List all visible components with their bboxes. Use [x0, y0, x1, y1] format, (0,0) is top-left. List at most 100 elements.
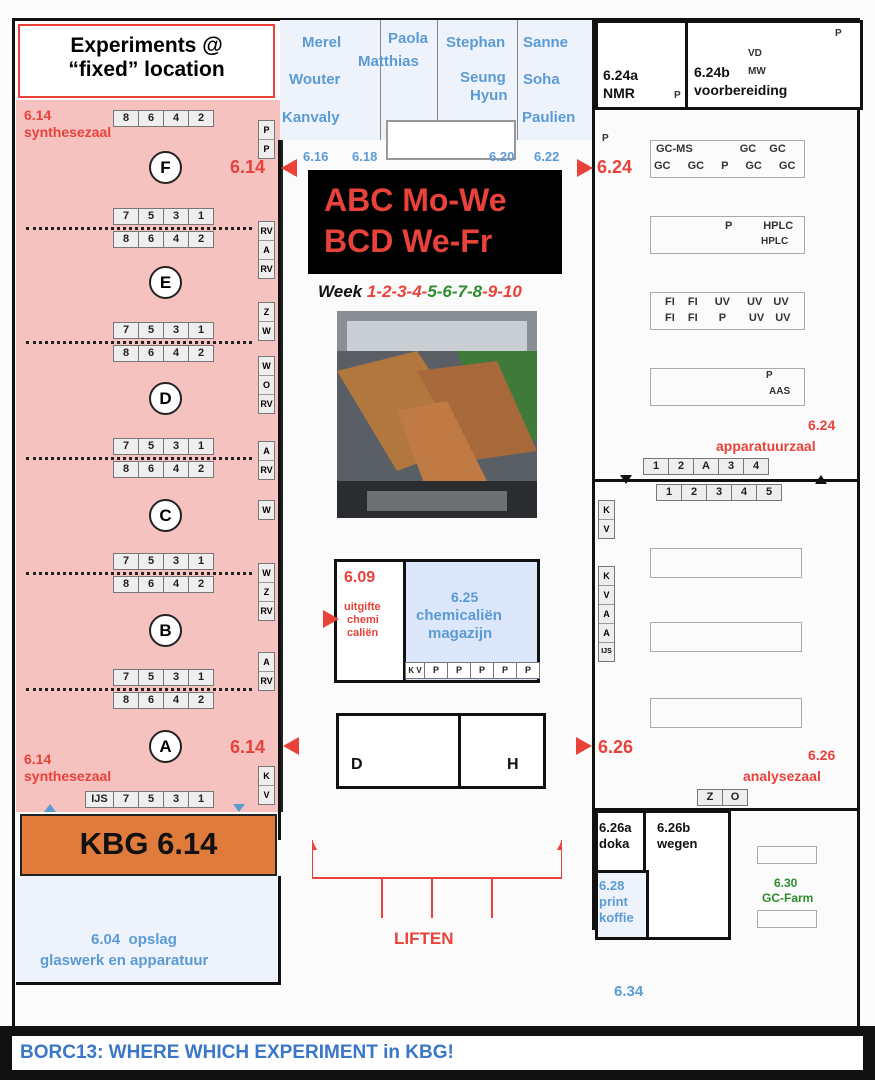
room-625-line2: magazijn [428, 625, 493, 642]
divider-ef [26, 227, 252, 230]
equipment-row-3a: FI FI UV UV UV [665, 296, 789, 308]
analyse-bench-1 [650, 548, 802, 578]
marker-right [233, 804, 245, 812]
week-line: Week 1-2-3-4-5-6-7-8-9-10 [318, 282, 522, 302]
room-630-number: 6.30 [774, 876, 798, 890]
name-paola: Paola [388, 30, 429, 47]
room-609-number: 6.09 [344, 569, 376, 586]
room-624b [685, 20, 863, 110]
divider-ed [26, 341, 252, 344]
room-626b-label: wegen [657, 836, 698, 851]
room-624a-p: P [674, 90, 681, 101]
opslag-room [16, 876, 281, 985]
room-628-line2: koffie [599, 910, 634, 925]
equipment-row-4-p: P [766, 370, 773, 381]
name-merel: Merel [302, 34, 342, 51]
analyse-bench-2 [650, 622, 802, 652]
schedule-box: ABC Mo-We BCD We-Fr [308, 170, 562, 274]
analysezaal-number: 6.26 [808, 747, 836, 763]
room-628 [595, 870, 649, 940]
apparatuur-divider [595, 479, 857, 482]
arrow-label-left-bottom: 6.14 [230, 737, 266, 757]
liften-label: LIFTEN [394, 929, 454, 948]
name-kanvaly: Kanvaly [282, 109, 340, 126]
room-number-622: 6.22 [534, 149, 560, 164]
room-624b-p: P [835, 28, 842, 39]
week-red-1: 1-2-3-4- [366, 282, 428, 301]
synthesezaal-bottom-label: synthesezaal [24, 768, 112, 784]
zone-f: F [149, 151, 182, 184]
room-624b-vd: VD [748, 48, 762, 59]
bottom-banner: BORC13: WHERE WHICH EXPERIMENT in KBG! [0, 1026, 875, 1080]
lift-lines [307, 840, 567, 920]
room-630-label: GC-Farm [762, 891, 814, 905]
week-green: 5-6-7-8 [427, 282, 483, 301]
staircase-photo [337, 311, 537, 518]
equipment-row-3b: FI FI P UV UV [665, 312, 791, 324]
room-634-number: 6.34 [614, 983, 644, 1000]
opslag-line1: 6.04 opslag [91, 931, 177, 948]
legend-box: Experiments @ “fixed” location [18, 24, 275, 98]
schedule-line-1: ABC Mo-We [324, 182, 507, 218]
arrow-left-top [281, 159, 297, 177]
gc-farm-bench-2 [757, 910, 817, 928]
synthesezaal-top-number: 6.14 [24, 107, 52, 123]
entrance-box [386, 120, 516, 160]
arrow-label-left-top: 6.14 [230, 157, 266, 177]
room-626a-number: 6.26a [599, 820, 632, 835]
corridor-wall-right [592, 20, 595, 930]
arrow-right-top [577, 159, 593, 177]
room-609-line3: caliën [347, 627, 379, 639]
marker-left [44, 804, 56, 812]
synthesezaal-bottom-number: 6.14 [24, 751, 52, 767]
name-soha: Soha [523, 71, 560, 88]
zone-b: B [149, 614, 182, 647]
room-609-line2: chemi [347, 614, 379, 626]
room-624b-label: voorbereiding [694, 82, 788, 98]
equipment-bench-1 [650, 140, 805, 178]
room-624b-number: 6.24b [694, 64, 730, 80]
toilet-d: D [351, 756, 363, 773]
analysezaal-label: analysezaal [743, 768, 821, 784]
analyse-bench-3 [650, 698, 802, 728]
toilet-h: H [507, 756, 519, 773]
outer-wall-right [857, 18, 860, 1028]
divider-ba [26, 688, 252, 691]
outer-wall-top [12, 18, 860, 21]
corridor-wall-left [278, 140, 281, 840]
toilets-block [336, 713, 546, 789]
divider-cb [26, 572, 252, 575]
equipment-bench-2 [650, 216, 805, 254]
synthesezaal-top-label: synthesezaal [24, 124, 112, 140]
name-seung: Seung [460, 69, 506, 86]
name-hyun: Hyun [470, 87, 508, 104]
arrow-label-right-bottom: 6.26 [598, 737, 634, 757]
gc-farm-bench-1 [757, 846, 817, 864]
room-626b-number: 6.26b [657, 820, 691, 835]
room-624a [595, 20, 691, 110]
arrow-right-bottom [576, 737, 592, 755]
arrow-label-right-top: 6.24 [597, 157, 633, 177]
kbg-box: KBG 6.14 [20, 814, 277, 876]
room-626a-label: doka [599, 836, 630, 851]
room-628-number: 6.28 [599, 878, 625, 893]
apparatuurzaal-label: apparatuurzaal [716, 438, 816, 454]
